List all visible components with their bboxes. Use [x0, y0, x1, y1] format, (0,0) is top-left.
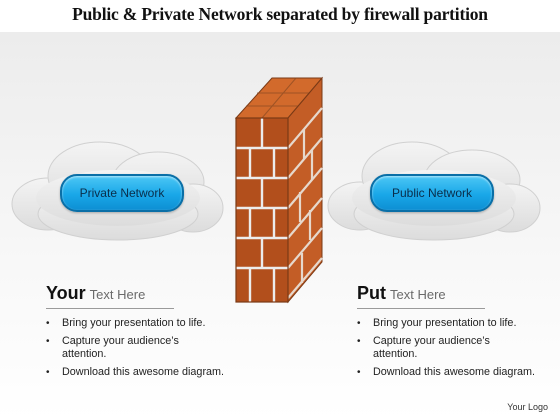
list-item: •Bring your presentation to life. — [357, 317, 517, 329]
logo-text: Your Logo — [507, 402, 548, 412]
page-title: Public & Private Network separated by fi… — [72, 4, 488, 24]
right-heading-divider — [357, 308, 485, 309]
list-item: •Download this awesome diagram. — [357, 365, 536, 378]
private-network-button[interactable]: Private Network — [60, 174, 184, 212]
public-network-label: Public Network — [391, 186, 473, 200]
right-bullet-list: •Bring your presentation to life. •Captu… — [357, 317, 537, 379]
list-item: •Download this awesome diagram. — [46, 365, 225, 378]
right-heading-bold: Put — [357, 283, 386, 303]
left-heading-bold: Your — [46, 283, 86, 303]
list-item: •Bring your presentation to life. — [46, 317, 206, 329]
right-text-panel: Put Text Here •Bring your presentation to… — [357, 283, 537, 383]
list-item: •Capture your audience’s attention. — [357, 334, 490, 361]
private-network-label: Private Network — [79, 186, 165, 200]
public-network-button[interactable]: Public Network — [370, 174, 494, 212]
list-item: •Capture your audience’s attention. — [46, 334, 179, 361]
left-bullet-list: •Bring your presentation to life. •Captu… — [46, 317, 226, 379]
firewall-brick-wall-icon — [234, 76, 324, 304]
right-heading-subtext: Text Here — [390, 287, 446, 302]
left-heading-subtext: Text Here — [89, 287, 146, 302]
left-heading-divider — [46, 308, 174, 309]
right-panel-heading: Put Text Here — [357, 283, 537, 307]
